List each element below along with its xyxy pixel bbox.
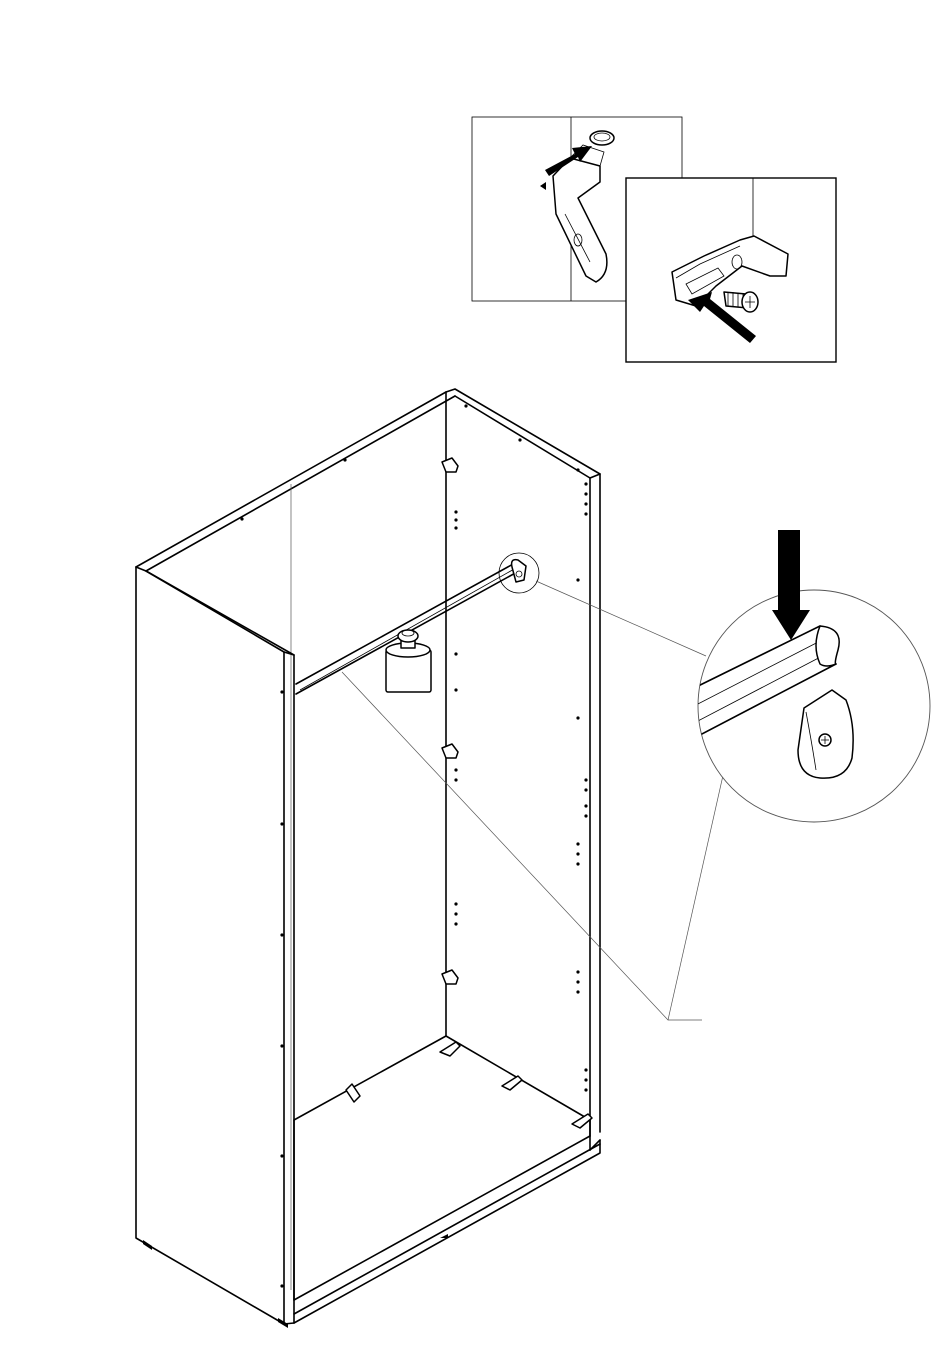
wardrobe-carcass <box>136 389 600 1328</box>
cam-clips <box>346 458 458 1102</box>
leader-detail-circle <box>536 581 706 656</box>
plinth-front <box>294 1144 600 1314</box>
weight-icon <box>386 630 431 692</box>
cam-clip-low-icon <box>442 970 458 984</box>
inset-rail-detail <box>690 530 930 822</box>
left-panel-inner <box>146 571 294 1323</box>
right-panel-outline <box>446 389 600 1132</box>
foot-left-icon <box>143 1240 152 1250</box>
small-pin-icon <box>540 182 546 190</box>
cam-clip-icon <box>553 158 607 282</box>
right-panel-top-lip <box>590 474 600 478</box>
cam-clip-mid-icon <box>442 744 458 758</box>
inset-screw <box>626 178 836 362</box>
bottom-bracket-1 <box>440 1042 460 1056</box>
cam-clip-top-icon <box>442 458 458 472</box>
top-panel-back-edge-2 <box>146 396 455 571</box>
bottom-bracket-2 <box>502 1076 522 1090</box>
top-panel-right-edge <box>455 396 590 478</box>
screw-holes <box>240 404 587 1287</box>
foot-back-icon <box>440 1234 448 1238</box>
bottom-panel-back <box>294 1036 590 1120</box>
cam-clip-bottom-icon <box>346 1084 360 1102</box>
plinth-bottom <box>294 1140 600 1323</box>
left-panel-front-edge <box>284 652 294 1324</box>
bottom-panel-front <box>294 1136 590 1300</box>
left-panel-top-corner <box>136 567 146 571</box>
leader-rail <box>342 672 702 1020</box>
left-panel-outer <box>136 567 284 1324</box>
bottom-brackets <box>440 1042 592 1128</box>
